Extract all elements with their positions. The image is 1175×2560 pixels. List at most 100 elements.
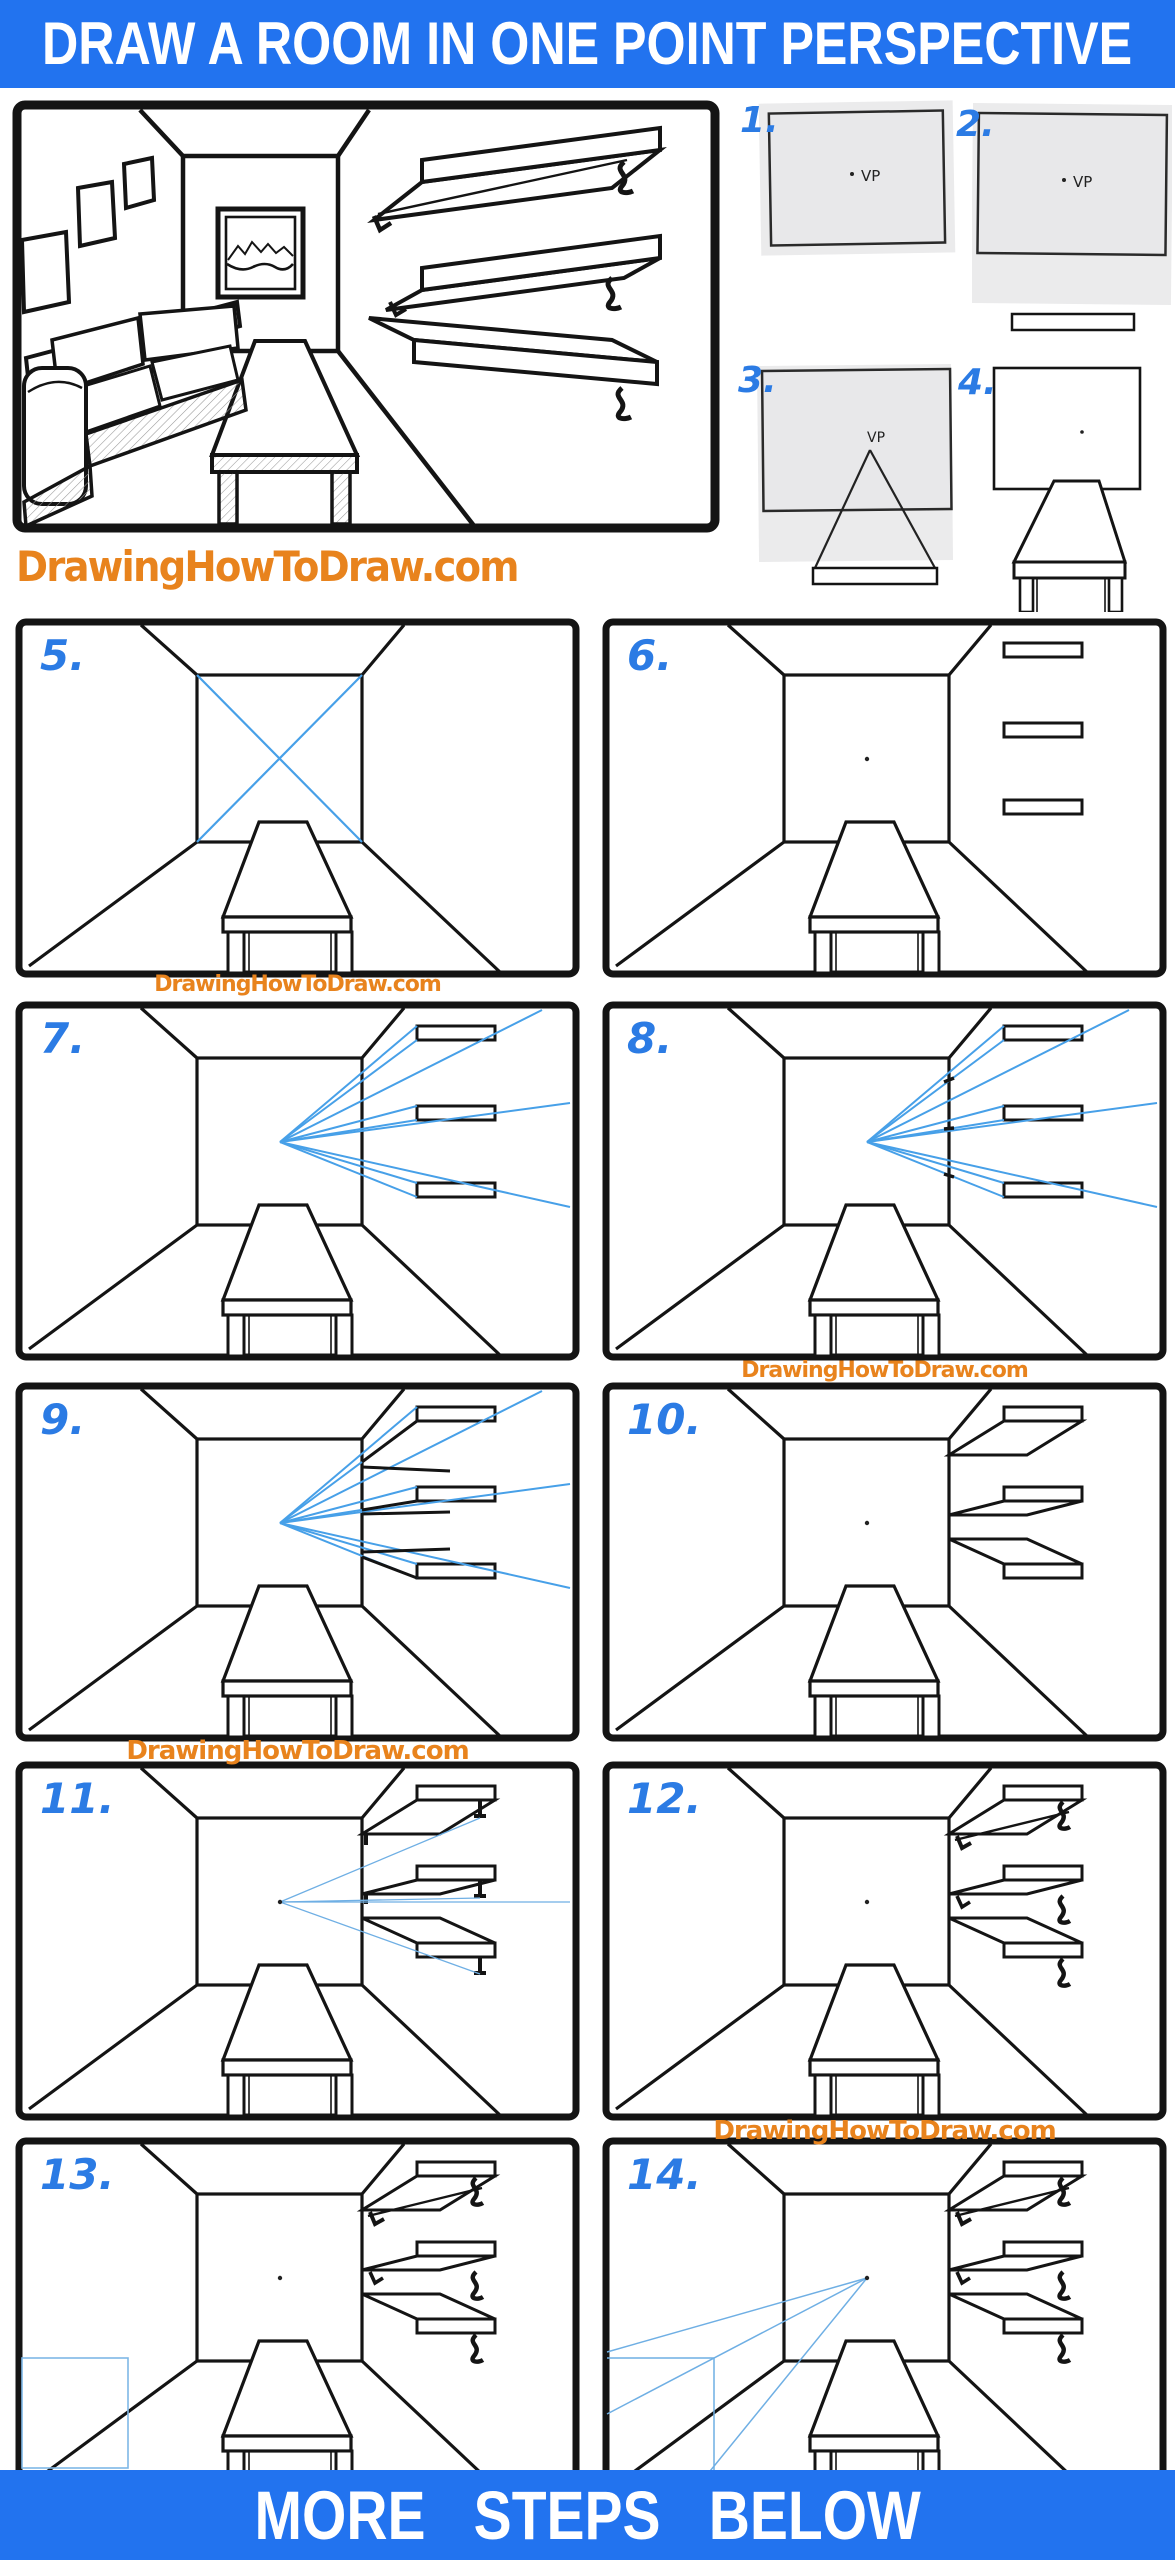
vp-label: VP bbox=[867, 430, 885, 446]
shelves-3d bbox=[356, 1784, 501, 1959]
vp-dot bbox=[864, 1899, 870, 1905]
diagonal-guides bbox=[196, 674, 363, 843]
page-title: DRAW A ROOM IN ONE POINT PERSPECTIVE bbox=[42, 10, 1133, 78]
table bbox=[220, 820, 354, 975]
step-drawing-4 bbox=[992, 366, 1142, 612]
couch-construction-box bbox=[21, 2357, 129, 2469]
room-drawing bbox=[15, 1761, 580, 2121]
back-wall bbox=[992, 366, 1142, 491]
table bbox=[220, 1584, 354, 1739]
shelf-brackets bbox=[954, 2176, 1072, 2364]
panel-number: 6. bbox=[627, 631, 673, 680]
shelf-brackets bbox=[367, 2176, 485, 2364]
table bbox=[807, 1584, 941, 1739]
table bbox=[220, 2339, 354, 2494]
table bbox=[1011, 479, 1128, 612]
panel-step-5: 5. bbox=[14, 617, 581, 979]
panel-number: 13. bbox=[40, 2150, 115, 2199]
watermark: DrawingHowToDraw.com bbox=[126, 1736, 469, 1766]
panel-step-6: 6. bbox=[601, 617, 1168, 979]
room-shell bbox=[615, 623, 1090, 975]
perspective-guides bbox=[279, 1009, 571, 1208]
panel-step-8: 8. bbox=[601, 1000, 1168, 1362]
perspective-guides bbox=[866, 1009, 1158, 1208]
room-shell bbox=[28, 1387, 503, 1739]
table bbox=[807, 820, 941, 975]
watermark: DrawingHowToDraw.com bbox=[16, 542, 520, 591]
thin-perspective-guides bbox=[279, 1817, 570, 1975]
table-front-rect bbox=[811, 566, 939, 586]
room-drawing bbox=[15, 618, 580, 978]
step-number-3: 3. bbox=[738, 360, 777, 401]
title-banner: DRAW A ROOM IN ONE POINT PERSPECTIVE bbox=[0, 0, 1175, 88]
panel-step-14: 14. bbox=[601, 2136, 1168, 2498]
mountain-picture bbox=[215, 206, 306, 300]
table bbox=[807, 1963, 941, 2118]
panel-step-7: 7. bbox=[14, 1000, 581, 1362]
step-photo-1: VP bbox=[758, 100, 956, 256]
room-drawing bbox=[602, 2137, 1167, 2497]
room-drawing bbox=[15, 2137, 580, 2497]
shelves-3d bbox=[943, 1784, 1088, 1959]
footer-banner: MORE STEPS BELOW bbox=[0, 2470, 1175, 2560]
shelf-fronts bbox=[1002, 641, 1084, 816]
panel-number: 9. bbox=[40, 1395, 86, 1444]
couch bbox=[22, 299, 248, 529]
vp-dot bbox=[1062, 178, 1066, 182]
watermark: DrawingHowToDraw.com bbox=[741, 1358, 1029, 1383]
vp-dot bbox=[864, 2275, 870, 2281]
panel-number: 8. bbox=[627, 1014, 673, 1063]
panel-number: 7. bbox=[40, 1014, 86, 1063]
step-photo-2: VP bbox=[972, 102, 1172, 332]
vp-dot bbox=[850, 172, 854, 176]
room-drawing bbox=[602, 618, 1167, 978]
room-shell bbox=[28, 1006, 503, 1358]
vp-label: VP bbox=[1073, 173, 1092, 191]
panel-step-9: 9. bbox=[14, 1381, 581, 1743]
room-drawing bbox=[602, 1761, 1167, 2121]
room-drawing bbox=[602, 1001, 1167, 1361]
panel-number: 14. bbox=[627, 2150, 702, 2199]
room-drawing bbox=[602, 1382, 1167, 1742]
shelves-3d bbox=[943, 1405, 1088, 1580]
vp-dot bbox=[277, 1899, 283, 1905]
footer-text: MORE STEPS BELOW bbox=[254, 2476, 921, 2554]
wall-frames bbox=[19, 155, 157, 315]
panel-step-10: 10. bbox=[601, 1381, 1168, 1743]
panel-number: 11. bbox=[40, 1774, 115, 1823]
room-drawing bbox=[15, 1382, 580, 1742]
vp-label: VP bbox=[861, 167, 880, 185]
shelf-brackets bbox=[954, 1800, 1072, 1988]
step-number-4: 4. bbox=[958, 362, 997, 403]
watermark: DrawingHowToDraw.com bbox=[154, 972, 442, 997]
panel-step-12: 12. bbox=[601, 1760, 1168, 2122]
shelf-side-edges bbox=[361, 1419, 451, 1580]
wall-tick-marks bbox=[943, 1076, 955, 1179]
table bbox=[807, 1203, 941, 1358]
room-drawing bbox=[15, 1001, 580, 1361]
room-shell bbox=[615, 1006, 1090, 1358]
panel-step-11: 11. bbox=[14, 1760, 581, 2122]
panel-step-13: 13. bbox=[14, 2136, 581, 2498]
table-front-rect bbox=[1010, 312, 1136, 332]
table bbox=[220, 1203, 354, 1358]
bracket-stubs bbox=[364, 1800, 486, 1975]
shelves-3d bbox=[943, 2160, 1088, 2335]
vp-dot bbox=[1080, 430, 1084, 434]
panel-number: 12. bbox=[627, 1774, 702, 1823]
watermark: DrawingHowToDraw.com bbox=[713, 2116, 1056, 2146]
vp-dot bbox=[864, 1520, 870, 1526]
table bbox=[209, 339, 361, 526]
vp-dot bbox=[864, 756, 870, 762]
panel-number: 10. bbox=[627, 1395, 702, 1444]
panel-number: 5. bbox=[40, 631, 86, 680]
finished-room-drawing bbox=[12, 100, 720, 533]
vp-dot bbox=[277, 2275, 283, 2281]
step-number-2: 2. bbox=[956, 104, 995, 145]
couch-perspective-guides bbox=[606, 2277, 868, 2493]
step-photo-3: VP bbox=[756, 363, 954, 586]
table bbox=[220, 1963, 354, 2118]
room-shell bbox=[615, 1766, 1090, 2118]
shelves-3d bbox=[356, 2160, 501, 2335]
